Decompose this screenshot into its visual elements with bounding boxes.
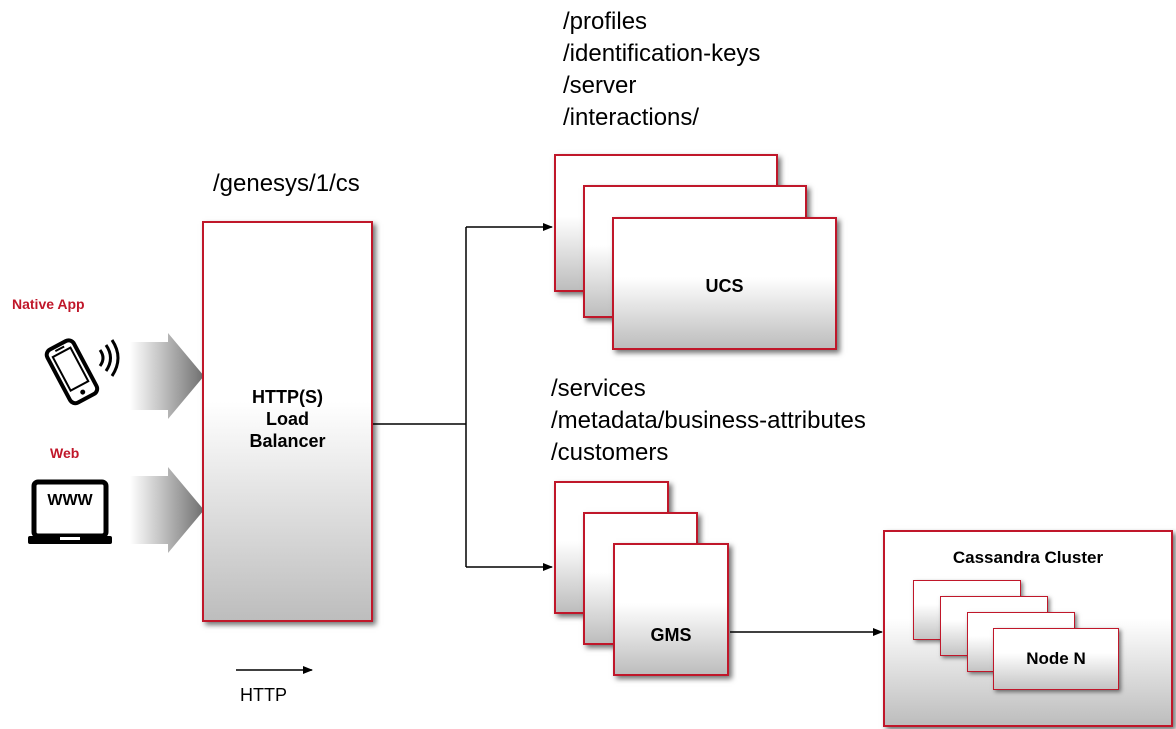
gms-label: GMS — [650, 625, 692, 645]
cassandra-cluster-label: Cassandra Cluster — [952, 548, 1104, 567]
load-balancer-label-line1: HTTP(S) — [252, 387, 323, 407]
gms-path: /metadata/business-attributes — [551, 407, 866, 434]
ucs-path: /identification-keys — [563, 40, 761, 67]
load-balancer-box: HTTP(S) Load Balancer — [202, 221, 373, 622]
laptop-icon: WWW — [26, 478, 114, 548]
web-big-arrow — [130, 467, 204, 553]
load-balancer-label-line3: Balancer — [249, 431, 326, 451]
load-balancer-label-line2: Load — [266, 409, 309, 429]
load-balancer-label: HTTP(S) Load Balancer — [204, 386, 371, 452]
ucs-label: UCS — [705, 276, 744, 296]
gms-path: /services — [551, 375, 646, 402]
gms-path-list: /services /metadata/business-attributes … — [551, 373, 866, 469]
ucs-path: /server — [563, 72, 637, 99]
ucs-instance-front: UCS — [612, 217, 837, 350]
gms-path: /customers — [551, 439, 669, 466]
legend-http-label: HTTP — [240, 685, 287, 705]
cassandra-node-n-label: Node N — [1026, 649, 1086, 668]
native-app-label: Native App — [12, 296, 85, 312]
load-balancer-path: /genesys/1/cs — [213, 170, 360, 197]
laptop-screen-text: WWW — [47, 492, 93, 509]
gms-instance-front: GMS — [613, 543, 729, 676]
smartphone-icon — [44, 330, 124, 416]
cassandra-cluster-box: Cassandra Cluster Node N — [883, 530, 1173, 727]
ucs-path: /profiles — [563, 8, 648, 35]
cassandra-node-n: Node N — [993, 628, 1119, 690]
native-app-big-arrow — [130, 333, 204, 419]
ucs-path-list: /profiles /identification-keys /server /… — [563, 6, 760, 134]
web-label: Web — [50, 445, 80, 461]
ucs-path: /interactions/ — [563, 104, 700, 131]
